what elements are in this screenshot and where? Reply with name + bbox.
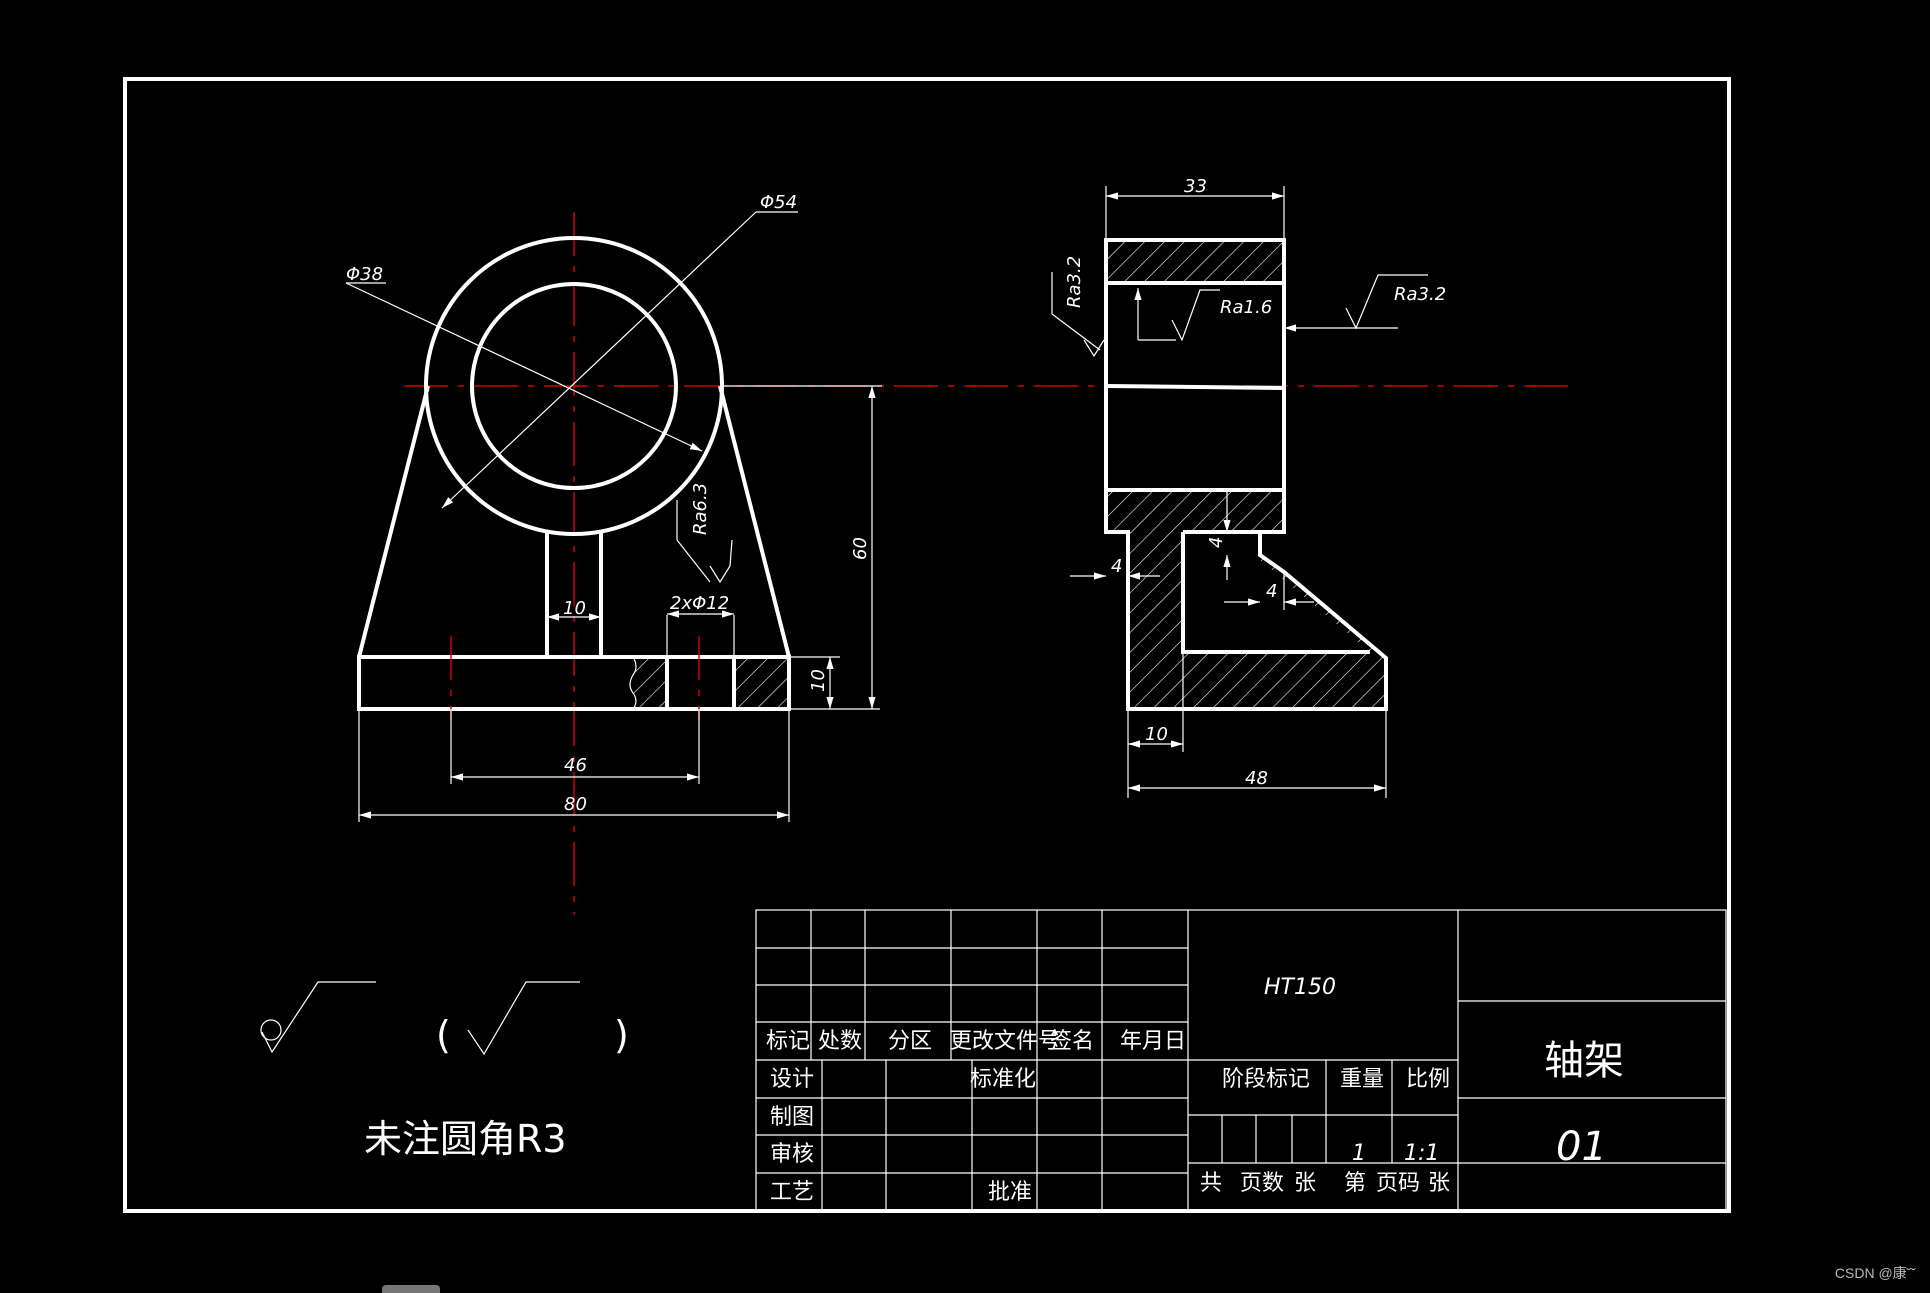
tb-header-count: 处数 (818, 1029, 862, 1054)
dim-phi38-leader (345, 282, 703, 452)
side-bush (1104, 238, 1286, 492)
svg-text:Ra6.3: Ra6.3 (690, 483, 711, 535)
front-view: Φ54 Φ38 10 2xΦ12 Ra6.3 46 80 (345, 192, 1578, 915)
title-block: 标记 处数 分区 更改文件号 签名 年月日 设计 标准化 制图 审核 工艺 批准… (755, 909, 1727, 1212)
tb-pages: 页数 (1240, 1171, 1284, 1196)
svg-text:Ra1.6: Ra1.6 (1220, 297, 1272, 318)
tb-design: 设计 (770, 1067, 814, 1092)
dim-gap-vert: 4 (1206, 537, 1227, 548)
dim-side-wall: 10 (1145, 724, 1168, 745)
tb-process: 工艺 (770, 1180, 814, 1205)
command-tab[interactable] (382, 1285, 440, 1293)
tb-sheet1: 张 (1294, 1171, 1316, 1196)
dim-base-thickness: 10 (808, 669, 829, 692)
dim-rib-width: 10 (563, 598, 586, 619)
dim-base-width: 80 (564, 794, 587, 815)
side-body-outline (1104, 490, 1388, 711)
right-flank (718, 385, 791, 658)
base-hatch-left (633, 657, 667, 709)
dim-gap-inner: 4 (1266, 581, 1277, 602)
tb-standardization: 标准化 (970, 1067, 1036, 1092)
tb-total: 共 (1200, 1171, 1222, 1196)
side-view: 33 Ra3.2 Ra1.6 Ra3.2 4 4 (1051, 176, 1446, 798)
dim-center-height: 60 (850, 537, 871, 560)
dim-gap-left: 4 (1111, 556, 1122, 577)
inner-circle (470, 282, 678, 490)
tb-scale-value: 1:1 (1404, 1141, 1439, 1166)
svg-text:(: ( (436, 1013, 451, 1057)
tb-sheet2: 张 (1428, 1171, 1450, 1196)
tb-part-number: 01 (1556, 1124, 1607, 1170)
watermark: CSDN @康˘˘ (1834, 1265, 1916, 1281)
dim-hole-spacing: 46 (564, 755, 587, 776)
svg-text:Ra3.2: Ra3.2 (1394, 284, 1446, 305)
tb-no: 第 (1344, 1171, 1366, 1196)
svg-text:): ) (614, 1013, 629, 1057)
tb-weight-value: 1 (1352, 1141, 1366, 1166)
break-line (629, 656, 637, 710)
tb-approval: 批准 (988, 1180, 1032, 1205)
tb-review: 审核 (770, 1142, 814, 1167)
dim-phi54: Φ54 (760, 192, 797, 213)
tb-material: HT150 (1264, 975, 1336, 1000)
dim-holes: 2xΦ12 (670, 593, 729, 614)
tb-page-no: 页码 (1376, 1171, 1420, 1196)
tb-header-doc: 更改文件号 (950, 1029, 1060, 1054)
roughness-side-top: Ra3.2 (1051, 256, 1105, 358)
tb-drawing: 制图 (770, 1105, 814, 1130)
tb-part-name: 轴架 (1544, 1038, 1624, 1084)
dim-phi38: Φ38 (346, 264, 383, 285)
roughness-front: Ra6.3 (676, 483, 733, 584)
dim-side-base: 48 (1245, 768, 1268, 789)
tb-header-mark: 标记 (766, 1029, 810, 1054)
roughness-side-bore: Ra1.6 (1134, 288, 1272, 342)
side-hatch-top (1106, 240, 1284, 283)
side-hatch-lower (1106, 490, 1386, 709)
tb-header-date: 年月日 (1120, 1029, 1186, 1054)
tb-scale: 比例 (1406, 1067, 1450, 1092)
side-bore-mid (1105, 384, 1285, 390)
roughness-side-right: Ra3.2 (1284, 274, 1446, 332)
svg-text:Ra3.2: Ra3.2 (1064, 256, 1085, 308)
base-hatch-right (734, 657, 789, 709)
tb-header-zone: 分区 (888, 1029, 932, 1054)
tb-weight: 重量 (1340, 1067, 1384, 1092)
dim-phi54-leader (441, 211, 757, 509)
surface-notes: ( ) (260, 981, 629, 1057)
tb-stage-mark: 阶段标记 (1222, 1067, 1310, 1092)
dim-side-width: 33 (1184, 176, 1207, 197)
fillet-note: 未注圆角R3 (364, 1117, 567, 1161)
tb-header-sign: 签名 (1050, 1029, 1094, 1054)
left-flank (357, 385, 430, 658)
